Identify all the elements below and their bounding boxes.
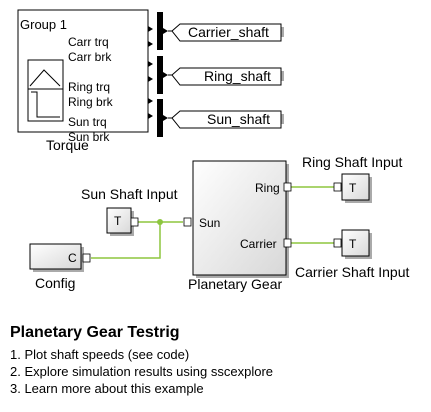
port-t-label: T bbox=[349, 181, 357, 195]
annotation-link-plot[interactable]: 1. Plot shaft speeds (see code) bbox=[10, 347, 190, 362]
port-t-label: T bbox=[114, 214, 122, 228]
ring-shaft-input-block[interactable]: T bbox=[333, 173, 372, 203]
config-block[interactable]: C bbox=[29, 243, 91, 272]
goto-sun-shaft[interactable]: Sun_shaft bbox=[168, 110, 284, 129]
physical-port-ring[interactable] bbox=[283, 182, 292, 192]
config-label: Config bbox=[35, 275, 75, 291]
port-label-ring-trq: Ring trq bbox=[68, 80, 110, 94]
planetary-gear-block[interactable]: Sun Ring Carrier bbox=[183, 160, 292, 278]
torque-block[interactable]: Group 1 Carr trq Carr brk Ring trq Ring … bbox=[17, 9, 149, 144]
annotation-link-sscexplore[interactable]: 2. Explore simulation results using ssce… bbox=[10, 364, 274, 379]
carrier-shaft-input-block[interactable]: T bbox=[333, 229, 372, 259]
port-label-carr-brk: Carr brk bbox=[68, 50, 112, 64]
torque-block-label: Torque bbox=[46, 137, 89, 153]
physical-port[interactable] bbox=[333, 182, 342, 192]
port-label-sun: Sun bbox=[199, 216, 220, 230]
annotation-title: Planetary Gear Testrig bbox=[10, 324, 180, 341]
torque-outport-arrows bbox=[148, 26, 153, 119]
ring-shaft-input-label: Ring Shaft Input bbox=[302, 154, 403, 170]
planetary-gear-label: Planetary Gear bbox=[188, 276, 282, 292]
port-label-carr-trq: Carr trq bbox=[68, 35, 109, 49]
port-label-carrier: Carrier bbox=[240, 237, 277, 251]
mux-outport-arrows bbox=[163, 28, 168, 121]
annotation-link-learn-more[interactable]: 3. Learn more about this example bbox=[10, 381, 204, 396]
sun-shaft-input-label: Sun Shaft Input bbox=[81, 186, 178, 202]
goto-ring-shaft[interactable]: Ring_shaft bbox=[168, 67, 284, 86]
group-label: Group 1 bbox=[20, 17, 67, 32]
port-label-sun-trq: Sun trq bbox=[68, 115, 107, 129]
physical-port-carrier[interactable] bbox=[283, 238, 292, 248]
port-label-ring-brk: Ring brk bbox=[68, 95, 114, 109]
mux-carrier[interactable] bbox=[157, 12, 163, 50]
carrier-shaft-input-label: Carrier Shaft Input bbox=[295, 264, 409, 280]
connection-junction bbox=[157, 219, 163, 225]
physical-port[interactable] bbox=[82, 253, 91, 263]
goto-tag-label: Ring_shaft bbox=[204, 68, 271, 84]
mux-ring[interactable] bbox=[157, 56, 163, 94]
sun-shaft-input-block[interactable]: T bbox=[106, 207, 139, 236]
goto-carrier-shaft[interactable]: Carrier_shaft bbox=[168, 23, 284, 42]
port-c-label: C bbox=[68, 251, 77, 265]
port-label-sun-brk: Sun brk bbox=[68, 130, 110, 144]
physical-port-sun[interactable] bbox=[183, 217, 192, 227]
physical-port[interactable] bbox=[333, 238, 342, 248]
port-label-ring: Ring bbox=[255, 181, 280, 195]
mux-sun[interactable] bbox=[157, 99, 163, 137]
goto-tag-label: Carrier_shaft bbox=[188, 24, 269, 40]
physical-port[interactable] bbox=[130, 217, 139, 227]
goto-tag-label: Sun_shaft bbox=[207, 111, 270, 127]
signal-builder-icon bbox=[27, 59, 64, 122]
port-t-label: T bbox=[349, 237, 357, 251]
